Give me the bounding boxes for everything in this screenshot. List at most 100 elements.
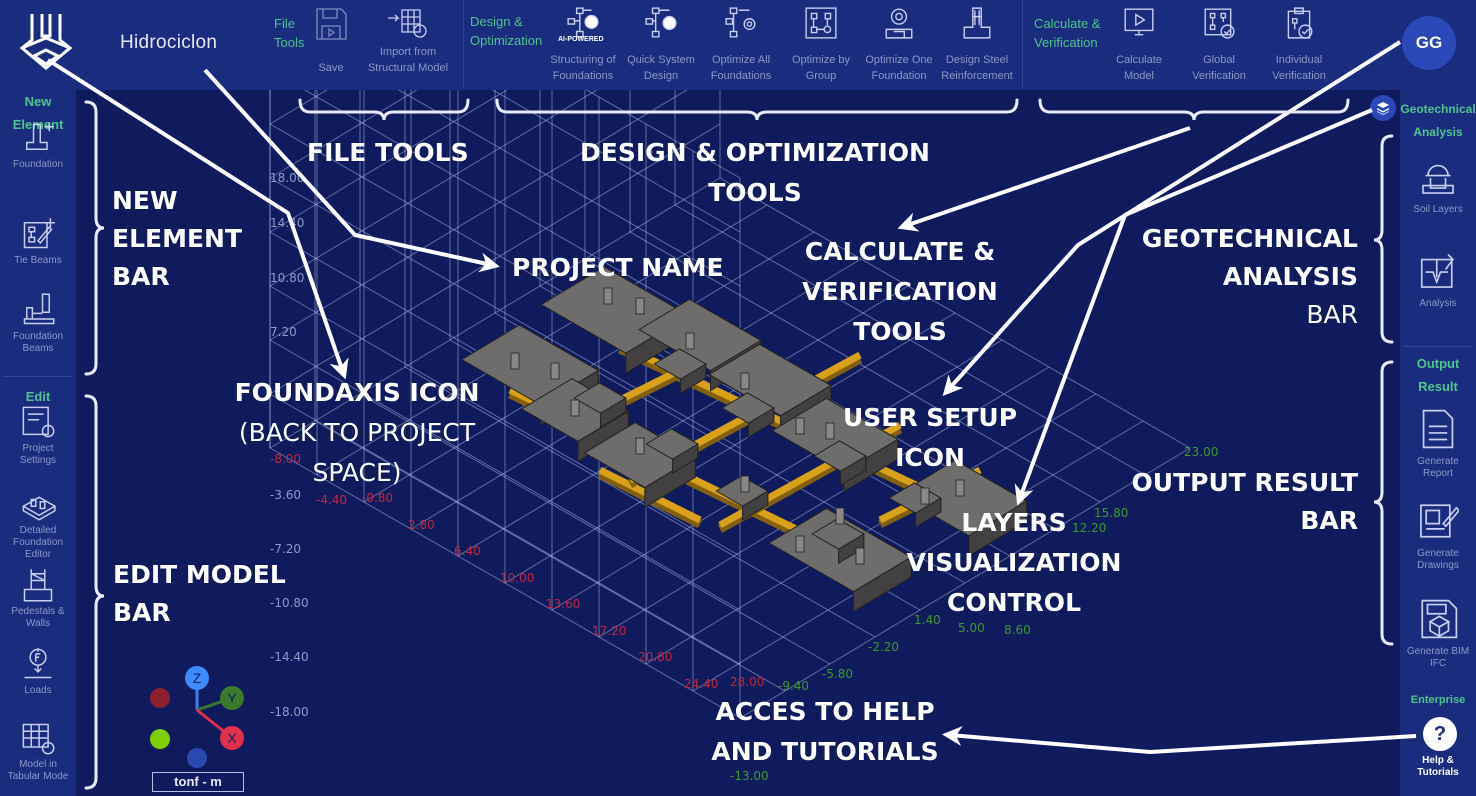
z-axis-tick: 18.00: [270, 171, 305, 185]
pedestal[interactable]: [740, 372, 750, 390]
neg-y-ball[interactable]: [150, 729, 170, 749]
loads-button[interactable]: Loads: [0, 646, 76, 697]
save-icon: [316, 8, 347, 40]
item-label: Walls: [25, 618, 51, 629]
pedestal[interactable]: [570, 399, 580, 417]
units-selector[interactable]: tonf - m: [152, 772, 244, 792]
item-label: Settings: [19, 455, 57, 466]
global-check-icon: [1204, 8, 1235, 39]
rebar-icon: [963, 7, 991, 39]
pedestal[interactable]: [550, 362, 560, 380]
diagram-gear-icon: [725, 7, 756, 38]
pedestals-walls-button[interactable]: Pedestals &Walls: [0, 567, 76, 630]
save-button[interactable]: Save: [306, 6, 356, 76]
divider: [1022, 0, 1023, 88]
item-label: Foundation: [12, 331, 64, 342]
annotation-line: TOOLS: [708, 178, 802, 207]
x-axis-ball[interactable]: [220, 726, 244, 750]
annotation-line: DESIGN & OPTIMIZATION: [580, 138, 930, 167]
pedestal[interactable]: [825, 422, 835, 440]
y-axis-ball[interactable]: [220, 686, 244, 710]
ai-diagram-icon: [567, 7, 599, 38]
axis-gizmo[interactable]: Z Y X: [140, 660, 250, 770]
new-foundation-button[interactable]: Foundation: [0, 120, 76, 171]
new-tie-beams-button[interactable]: Tie Beams: [0, 216, 76, 267]
neg-x-ball[interactable]: [150, 688, 170, 708]
annotation-line: EDIT MODEL: [113, 560, 286, 589]
pedestal[interactable]: [920, 487, 930, 505]
annotation-line: OUTPUT RESULT: [1131, 468, 1358, 497]
z-axis-tick: -18.00: [270, 705, 309, 719]
detailed-editor-icon: [21, 496, 56, 521]
annotation-line: AND TUTORIALS: [711, 737, 939, 766]
tool-label: Design: [643, 70, 679, 82]
item-label: Loads: [24, 685, 52, 696]
grid-line: [491, 90, 741, 233]
3d-model-canvas[interactable]: [76, 90, 1400, 796]
project-name[interactable]: Hidrociclon: [120, 32, 218, 53]
annotation-line: USER SETUP: [842, 403, 1018, 432]
x-axis-tick: -4.40: [316, 492, 348, 507]
project-settings-icon: [22, 406, 55, 438]
x-axis-tick: 2.80: [408, 517, 435, 532]
foundation[interactable]: [813, 440, 867, 487]
z-axis-tick: 7.20: [270, 325, 297, 339]
pedestal[interactable]: [795, 417, 805, 435]
foundation[interactable]: [653, 348, 707, 395]
soil-layers-button[interactable]: Soil Layers: [1400, 158, 1476, 216]
pedestal[interactable]: [740, 475, 750, 493]
y-axis-tick: -2.20: [868, 640, 900, 654]
annotation-line: VERIFICATION: [802, 277, 998, 306]
analysis-button[interactable]: Analysis: [1400, 252, 1476, 310]
foundation[interactable]: [645, 428, 699, 475]
pedestal[interactable]: [635, 297, 645, 315]
pedestal[interactable]: [835, 507, 845, 525]
layers-visualization-button[interactable]: [1370, 95, 1396, 121]
foundation[interactable]: [573, 382, 627, 429]
pedestal[interactable]: [795, 535, 805, 553]
grid-line: [359, 393, 831, 665]
foundation[interactable]: [721, 392, 775, 439]
neg-z-ball[interactable]: [187, 748, 207, 768]
tool-label: Group: [805, 70, 837, 82]
pedestal[interactable]: [685, 332, 695, 350]
pedestal[interactable]: [955, 479, 965, 497]
help-button[interactable]: ?: [1423, 717, 1457, 751]
foundaxis-logo-icon[interactable]: [18, 10, 74, 74]
foundation[interactable]: [896, 459, 1028, 557]
import-structural-model-button[interactable]: Import from Structural Model: [362, 6, 454, 76]
y-axis-tick: 8.60: [1004, 623, 1031, 637]
soil-layers-icon: [1422, 164, 1454, 194]
pedestal[interactable]: [603, 287, 613, 305]
group-label-line: Optimization: [470, 33, 543, 48]
z-axis-ball[interactable]: [185, 666, 209, 690]
import-grid-icon: [388, 9, 427, 38]
pedestal[interactable]: [855, 547, 865, 565]
group-label-line: Verification: [1034, 35, 1098, 50]
pedestal[interactable]: [510, 352, 520, 370]
pedestal[interactable]: [635, 437, 645, 455]
foundation[interactable]: [771, 397, 899, 493]
user-setup-avatar[interactable]: GG: [1402, 16, 1456, 70]
help-label[interactable]: Help &Tutorials: [1400, 755, 1476, 779]
annotation-line: BAR: [112, 262, 170, 291]
